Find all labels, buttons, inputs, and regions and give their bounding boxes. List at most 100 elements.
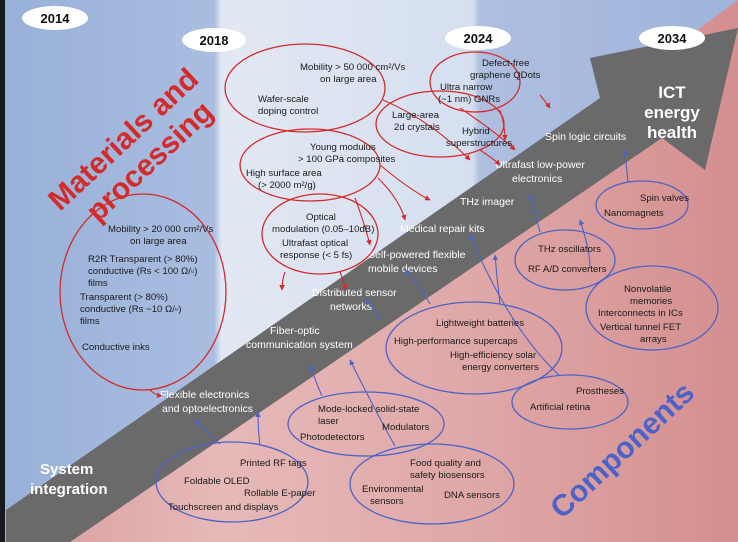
materials-labels: Mobility > 50 000 cm²/Vs on large area W…	[80, 58, 541, 353]
svg-text:modulation (0.05–10dB): modulation (0.05–10dB)	[272, 224, 374, 235]
materials-conductive-inks: Conductive inks	[82, 342, 150, 353]
year-bubble-2034: 2034	[639, 26, 705, 50]
svg-text:(~1 nm) GNRs: (~1 nm) GNRs	[438, 94, 500, 105]
left-border	[0, 0, 5, 542]
component-spin-valves: Spin valves	[640, 193, 689, 204]
arrow-label-ultrafast: Ultrafast low-power	[495, 159, 585, 171]
goal-line-ict: ICT	[658, 83, 686, 102]
component-interconnects: Interconnects in ICs	[598, 308, 683, 319]
svg-text:on large area: on large area	[130, 236, 187, 247]
svg-text:graphene QDots: graphene QDots	[470, 70, 541, 81]
svg-text:and optoelectronics: and optoelectronics	[162, 403, 253, 415]
svg-text:doping control: doping control	[258, 106, 318, 117]
arrow-label-medical-kits: Medical repair kits	[400, 223, 485, 235]
materials-transparent-films: Transparent (> 80%)	[80, 292, 168, 303]
svg-text:films: films	[80, 316, 100, 327]
component-batteries: Lightweight batteries	[436, 318, 524, 329]
arrow-labels: Spin logic circuits Ultrafast low-power …	[160, 131, 626, 415]
component-mode-locked-laser: Mode-locked solid-state	[318, 404, 419, 415]
components-labels: Spin valves Nanomagnets THz oscillators …	[168, 193, 689, 513]
materials-mobility-20k: Mobility > 20 000 cm²/Vs	[108, 224, 214, 235]
component-rf-ad-converters: RF A/D converters	[528, 264, 607, 275]
svg-text:Ultrafast optical: Ultrafast optical	[282, 238, 348, 249]
goal-line-energy: energy	[644, 103, 700, 122]
components-group-energy	[385, 301, 563, 395]
materials-group-graphene	[429, 51, 521, 113]
svg-text:(> 2000 m²/g): (> 2000 m²/g)	[258, 180, 316, 191]
arrow-label-self-powered: Self-powered flexible	[368, 249, 466, 261]
components-group-memories	[585, 265, 719, 351]
svg-text:mobile devices: mobile devices	[368, 263, 437, 275]
svg-text:superstructures: superstructures	[446, 138, 512, 149]
svg-text:arrays: arrays	[640, 334, 667, 345]
svg-text:films: films	[88, 278, 108, 289]
components-group-sensors	[349, 443, 515, 525]
svg-text:conductive (Rs < 100 Ω/▫): conductive (Rs < 100 Ω/▫)	[88, 266, 198, 277]
svg-text:2018: 2018	[200, 33, 229, 48]
year-bubble-2018: 2018	[182, 28, 246, 52]
svg-text:energy converters: energy converters	[462, 362, 539, 373]
component-foldable-oled: Foldable OLED	[184, 476, 250, 487]
component-environmental-sensors: Environmental	[362, 484, 423, 495]
materials-hybrid: Hybrid	[462, 126, 490, 137]
svg-text:laser: laser	[318, 416, 340, 427]
materials-gnrs: Ultra narrow	[440, 82, 492, 93]
materials-surface-area: High surface area	[246, 168, 322, 179]
system-heading-line1: System	[40, 461, 93, 478]
component-nanomagnets: Nanomagnets	[604, 208, 664, 219]
svg-text:conductive (Rs ~10 Ω/▫): conductive (Rs ~10 Ω/▫)	[80, 304, 182, 315]
component-supercaps: High-performance supercaps	[394, 336, 518, 347]
component-nonvolatile-memories: Nonvolatile	[624, 284, 671, 295]
arrow-label-thz-imager: THz imager	[460, 196, 515, 208]
system-heading-line2: integration	[30, 481, 108, 498]
materials-mobility-50k: Mobility > 50 000 cm²/Vs	[300, 62, 406, 73]
component-food-biosensors: Food quality and	[410, 458, 481, 469]
year-bubble-2014: 2014	[22, 6, 88, 30]
component-dna-sensors: DNA sensors	[444, 490, 500, 501]
materials-optical-modulation: Optical	[306, 212, 336, 223]
svg-text:2024: 2024	[464, 31, 494, 46]
svg-text:sensors: sensors	[370, 496, 404, 507]
svg-text:> 100 GPa composites: > 100 GPa composites	[298, 154, 396, 165]
svg-text:2034: 2034	[658, 31, 688, 46]
component-artificial-retina: Artificial retina	[530, 402, 591, 413]
svg-text:safety biosensors: safety biosensors	[410, 470, 485, 481]
progress-arrow	[6, 28, 738, 542]
materials-r2r-films: R2R Transparent (> 80%)	[88, 254, 198, 265]
component-modulators: Modulators	[382, 422, 430, 433]
svg-text:communication system: communication system	[246, 339, 353, 351]
arrow-label-flexible-electronics: Flexible electronics	[160, 389, 249, 401]
component-prostheses: Prostheses	[576, 386, 624, 397]
materials-wafer-scale: Wafer-scale	[258, 94, 309, 105]
materials-graphene-qdots: Defect-free	[482, 58, 529, 69]
component-rollable-epaper: Rollable E-paper	[244, 488, 316, 499]
component-tunnel-fet: Vertical tunnel FET	[600, 322, 681, 333]
svg-text:electronics: electronics	[512, 173, 562, 185]
svg-text:on large area: on large area	[320, 74, 377, 85]
components-group-spin	[595, 180, 689, 230]
svg-text:networks: networks	[330, 301, 372, 313]
goal-line-health: health	[647, 123, 697, 142]
svg-text:2d crystals: 2d crystals	[394, 122, 440, 133]
year-bubble-2024: 2024	[445, 26, 511, 50]
materials-group-mobility-wafer	[224, 43, 386, 133]
component-photodetectors: Photodetectors	[300, 432, 365, 443]
components-group-thz	[514, 229, 616, 291]
svg-text:response (< 5 fs): response (< 5 fs)	[280, 250, 352, 261]
components-group-medical	[511, 374, 629, 430]
component-printed-rf-tags: Printed RF tags	[240, 458, 307, 469]
component-touchscreen: Touchscreen and displays	[168, 502, 279, 513]
materials-young-modulus: Young modulus	[310, 142, 376, 153]
materials-2d-crystals: Large-area	[392, 110, 440, 121]
arrow-label-fiber-optic: Fiber-optic	[270, 325, 320, 337]
materials-group-optical	[261, 193, 379, 275]
arrow-label-sensor-networks: Distributed sensor	[312, 287, 397, 299]
component-thz-oscillators: THz oscillators	[538, 244, 601, 255]
components-group-displays	[155, 441, 309, 523]
materials-group-conductive	[59, 193, 227, 391]
arrow-label-spin-logic: Spin logic circuits	[545, 131, 626, 143]
component-solar-converters: High-efficiency solar	[450, 350, 537, 361]
svg-text:2014: 2014	[41, 11, 71, 26]
